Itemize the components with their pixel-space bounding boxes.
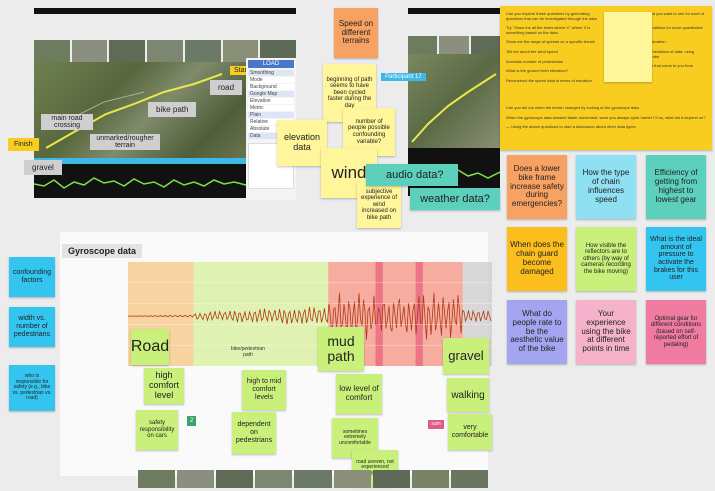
note-high-mid[interactable]: high to mid comfort levels [242,370,286,410]
settings-row[interactable]: Absolute [248,126,294,132]
instruction-bottom-section: Can you tell me when the terrain changed… [506,105,706,135]
note-subjective-wind[interactable]: subjective experience of wind increased … [357,182,401,228]
note-high-comfort[interactable]: high comfort level [144,368,184,404]
settings-row[interactable]: Elevation [248,98,294,104]
bikeped-label: bike/pedestrian path [231,346,265,358]
route-line-2 [411,73,497,143]
map-label-gravel: gravel [24,160,62,175]
question-note-3[interactable]: Efficiency of getting from highest to lo… [646,155,706,219]
participant-label: Participant 17 [381,73,426,81]
note-panel-a[interactable] [604,12,652,82]
note-speed-terrains[interactable]: Speed on different terrains [334,8,378,58]
instruction-line: Reconstruct the speed data in terms of e… [506,77,592,83]
map2-photo-strip [408,36,500,54]
settings-row[interactable]: Metric [248,105,294,111]
note-road[interactable]: Road [131,329,169,365]
instruction-line: Show me the range of speeds on a specifi… [506,39,595,45]
note-gravel[interactable]: gravel [443,338,489,374]
question-note-7[interactable]: What do people rate to be the aesthetic … [507,300,567,364]
note-very-comfortable[interactable]: very comfortable [448,414,492,450]
question-note-9[interactable]: Optimal gear for different conditions (b… [646,300,706,364]
map-label-unmarked-terrain: unmarked/rougher terrain [90,134,160,150]
top-left-photo-strip [34,8,296,14]
map-label-bike-path: bike path [148,102,197,117]
note-width-pedestrians[interactable]: width vs. number of pedestrians [9,307,55,347]
top-right-photo-strip [408,8,500,14]
question-note-6[interactable]: What is the ideal amount of pressure to … [646,227,706,291]
instruction-line: Can you explore these questions by gener… [506,11,598,21]
note-walking[interactable]: walking [447,378,489,412]
settings-row[interactable]: Plain [248,112,294,118]
settings-row[interactable]: Relative [248,119,294,125]
map-label-finish: Finish [8,138,39,151]
map-label-main-road-crossing: main road crossing [41,114,93,130]
load-button[interactable]: LOAD [248,60,294,68]
map-label-start: Start [230,66,253,75]
note-elevation-data[interactable]: elevation data [277,120,327,166]
settings-row[interactable]: Mode [248,77,294,83]
instruction-line: When the gyroscope data showed faster mo… [506,114,706,120]
instruction-line: — Using the above questions to start a d… [506,124,636,130]
gyro-signal [128,292,492,340]
map-photo-strip [34,40,297,62]
question-note-5[interactable]: How visible the reflectors are to others… [576,227,636,291]
question-note-8[interactable]: Your experience using the bike at differ… [576,300,636,364]
note-dependent[interactable]: dependent on pedestrians [232,412,276,454]
gyro-highlight-1 [415,262,423,366]
note-weather-data[interactable]: weather data? [410,188,500,210]
gyro-photo-strip [138,470,488,488]
instruction-line: Try "Show me all the times where X" wher… [506,25,591,35]
satellite-map-2[interactable] [408,54,500,148]
question-note-2[interactable]: How the type of chain influences speed [576,155,636,219]
tag-pink[interactable]: sum [428,420,444,429]
question-note-4[interactable]: When does the chain guard become damaged [507,227,567,291]
settings-row[interactable]: Google Map [248,91,294,97]
note-responsible[interactable]: who is responsible for safety (e.g., bik… [9,365,55,411]
note-confounding[interactable]: confounding factors [9,257,55,297]
instruction-line: What is the ground truth elevation? [506,68,569,74]
gyro-title: Gyroscope data [62,244,143,258]
note-low-comfort[interactable]: low level of comfort [336,374,382,414]
gyro-highlight-0 [375,262,383,366]
map-label-road: road [210,80,243,95]
tag-green[interactable]: 2 [187,416,196,426]
settings-row[interactable]: Smoothing [248,70,294,76]
instruction-line: Tell me about the wind speed [506,48,558,54]
note-safety-resp[interactable]: safety responsibility on cars [136,410,178,450]
instruction-line: Annotate number of pedestrians [506,58,563,64]
elevation-plot [34,158,246,198]
question-note-1[interactable]: Does a lower bike frame increase safety … [507,155,567,219]
instruction-line: Can you tell me when the terrain changed… [506,105,640,110]
instruction-left-column: Can you explore these questions by gener… [506,11,602,88]
note-mud-path[interactable]: mud path [318,327,364,371]
settings-row[interactable]: Data [248,133,294,139]
note-audio-data[interactable]: audio data? [366,164,458,186]
gyro-chart [128,262,492,366]
settings-row[interactable]: Background [248,84,294,90]
